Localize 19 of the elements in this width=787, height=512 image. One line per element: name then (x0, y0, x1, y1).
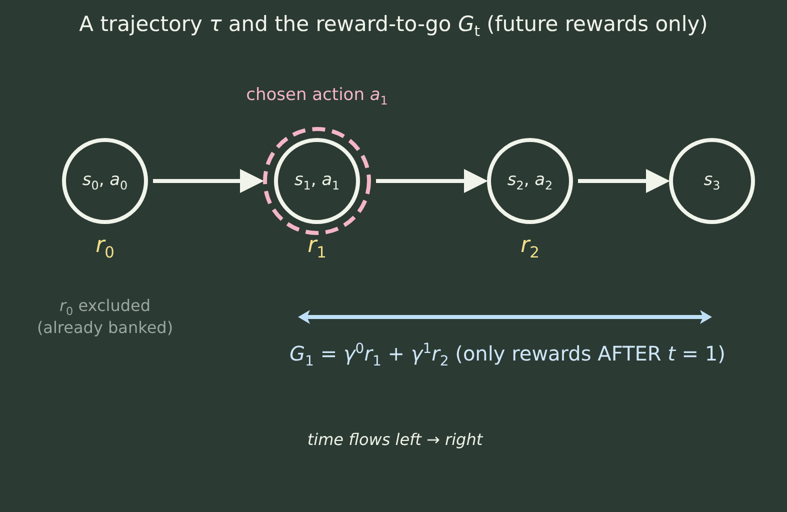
reward-label: r$_{2}$ (520, 233, 540, 262)
formula-text: G$_{1}$ = γ$^{0}$r$_{1}$ + γ$^{1}$r$_{2}$ (only rewards AFTER t = 1) (288, 341, 726, 370)
note-text: r$_{0}$ excluded (already banked) (36, 296, 174, 338)
arrow (153, 169, 264, 193)
callout-label: chosen action a$_{1}$ (245, 85, 389, 108)
state-circle (487, 138, 573, 224)
state-label: s$_{0}$, a$_{0}$ (82, 170, 128, 192)
caption-text: time flows left → right (306, 430, 484, 449)
state-circle (274, 138, 360, 224)
reward-label: r$_{1}$ (306, 233, 328, 262)
reward-label: r$_{0}$ (94, 233, 116, 262)
state-circle (669, 138, 755, 224)
state-label: s$_{1}$, a$_{1}$ (294, 170, 340, 192)
title: A trajectory τ and the reward-to-go G$_{t}$ (future rewards only) (78, 12, 709, 40)
state-label: s$_{3}$ (704, 170, 720, 192)
state-label: s$_{2}$, a$_{2}$ (507, 170, 553, 192)
arrow (376, 169, 488, 193)
state-circle (62, 138, 148, 224)
arrow (578, 169, 670, 193)
